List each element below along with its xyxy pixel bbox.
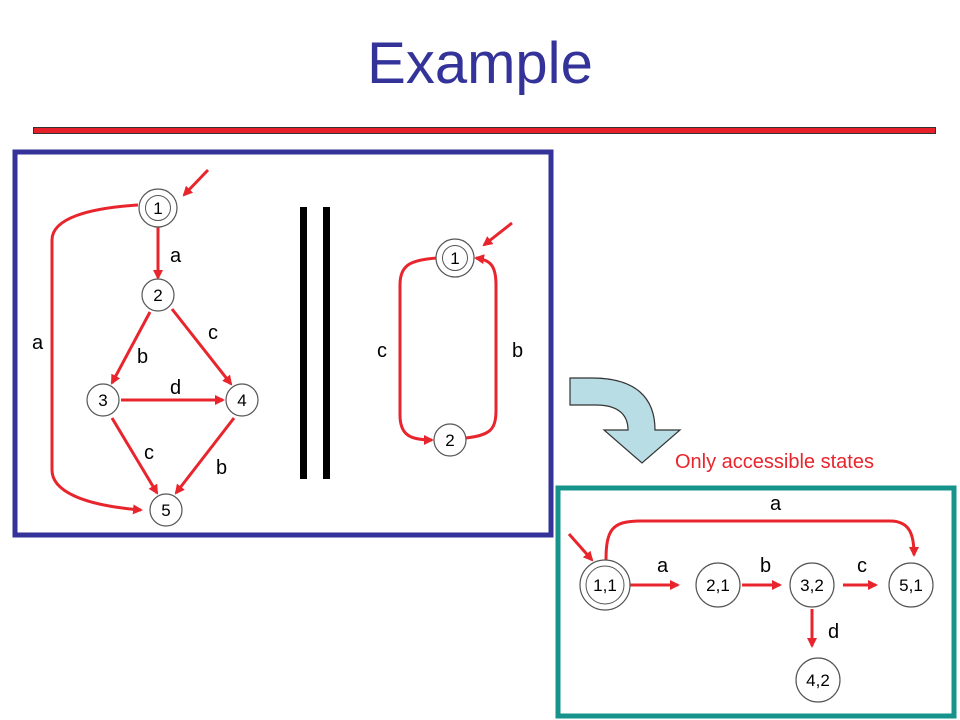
- state-b-2: 2: [433, 423, 467, 457]
- product-frame: [555, 485, 957, 719]
- edge-a-3-5: [110, 417, 159, 495]
- state-a-2: 2: [141, 278, 175, 312]
- state-a-3: 3: [86, 383, 120, 417]
- state-a-4-label: 4: [237, 391, 246, 410]
- edge-label-a-1-5: a: [32, 332, 44, 354]
- edge-p-11-51: [604, 519, 919, 561]
- state-a-5: 5: [149, 493, 183, 527]
- edge-a-1-5: [50, 203, 143, 515]
- initial-arrow-b: [482, 221, 513, 247]
- automaton-frame: [12, 149, 554, 538]
- state-p-2-1: 2,1: [695, 562, 741, 608]
- initial-arrow-product: [567, 533, 594, 562]
- slide-title: Example: [367, 31, 593, 96]
- edge-label-b-2-1: b: [512, 340, 523, 362]
- edge-a-2-4: [170, 308, 233, 386]
- edge-label-p-11-51: a: [770, 493, 782, 515]
- state-p-3-2-label: 3,2: [800, 576, 824, 595]
- state-p-5-1-label: 5,1: [899, 576, 923, 595]
- edge-label-a-3-4: d: [170, 377, 181, 399]
- edge-label-p-21-32: b: [760, 555, 771, 577]
- state-a-4: 4: [225, 383, 259, 417]
- state-a-1-label: 1: [153, 199, 162, 218]
- accessible-states-note: Only accessible states: [675, 451, 874, 473]
- edge-b-2-1: [465, 254, 498, 440]
- state-p-4-2: 4,2: [795, 657, 841, 703]
- edge-label-a-2-3: b: [137, 346, 148, 368]
- state-p-1-1-label: 1,1: [593, 576, 617, 595]
- product-edges: [567, 519, 919, 648]
- state-b-1-label: 1: [450, 249, 459, 268]
- title-divider: [33, 127, 936, 134]
- edge-label-p-32-42: d: [828, 621, 839, 643]
- edge-label-p-32-51: c: [857, 555, 867, 577]
- state-a-2-label: 2: [153, 286, 162, 305]
- state-p-2-1-label: 2,1: [706, 576, 730, 595]
- state-a-3-label: 3: [98, 391, 107, 410]
- state-b-1: 1: [435, 238, 475, 278]
- state-p-1-1: 1,1: [579, 559, 631, 611]
- edge-b-1-2: [398, 256, 438, 445]
- automaton-a-edges: [50, 168, 236, 515]
- edge-label-b-1-2: c: [377, 340, 387, 362]
- parallel-operator-icon: [300, 207, 330, 479]
- edge-label-a-3-5: c: [144, 442, 154, 464]
- edge-label-a-1-2: a: [170, 245, 182, 267]
- initial-arrow-a: [182, 168, 210, 197]
- edge-label-a-2-4: c: [208, 322, 218, 344]
- state-a-5-label: 5: [161, 501, 170, 520]
- automaton-b-edges: [398, 221, 513, 445]
- transform-arrow-icon: [569, 377, 682, 464]
- edge-a-4-5: [174, 417, 236, 495]
- state-a-1: 1: [138, 188, 178, 228]
- state-p-3-2: 3,2: [789, 562, 835, 608]
- edge-label-a-4-5: b: [216, 457, 227, 479]
- state-p-4-2-label: 4,2: [806, 671, 830, 690]
- edge-a-2-3: [110, 311, 152, 385]
- state-b-2-label: 2: [445, 431, 454, 450]
- state-p-5-1: 5,1: [888, 562, 934, 608]
- edge-label-p-11-21: a: [657, 555, 669, 577]
